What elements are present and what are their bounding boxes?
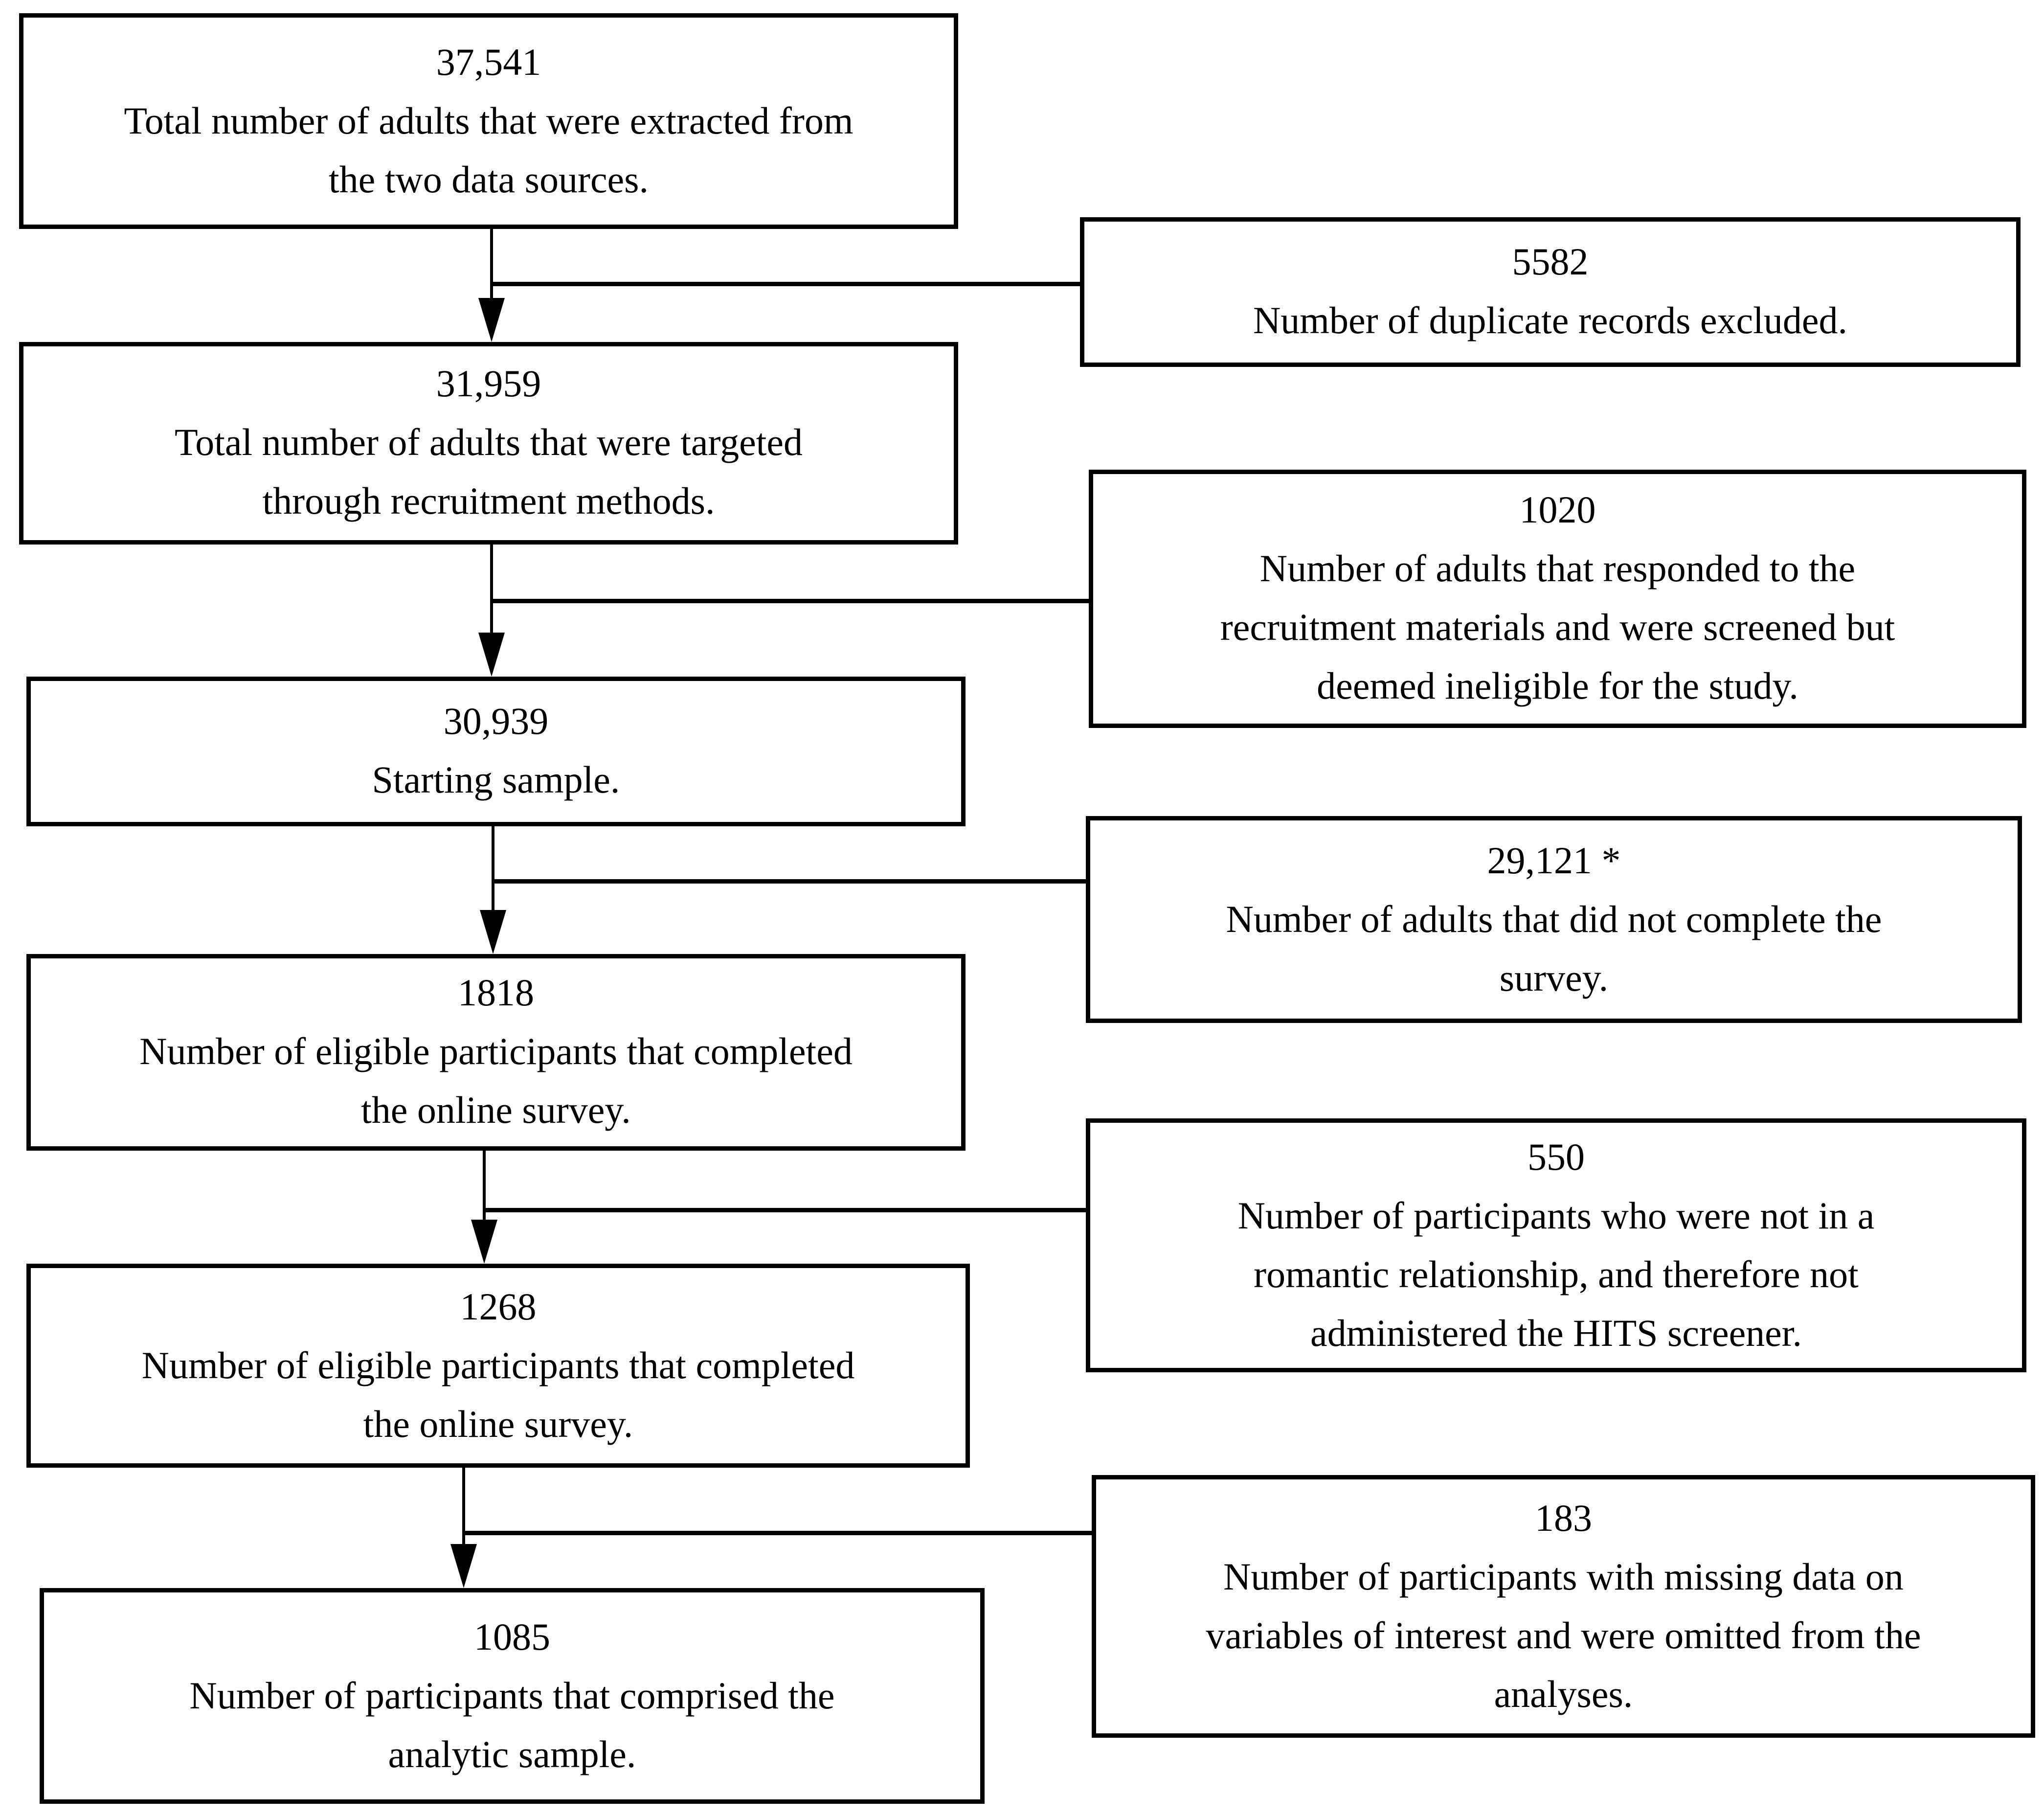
box-label: Number of participants that comprised th… <box>189 1674 835 1775</box>
exclusion-box-duplicates: 5582 Number of duplicate records exclude… <box>1080 217 2021 367</box>
box-value: 30,939 <box>443 700 549 743</box>
box-label: Starting sample. <box>372 759 620 801</box>
flow-arrowhead-3 <box>480 910 506 954</box>
branch-line-2 <box>490 599 1089 603</box>
box-label: Total number of adults that were targete… <box>175 421 803 522</box>
flow-arrowhead-4 <box>471 1220 497 1264</box>
box-value: 1020 <box>1519 489 1596 531</box>
box-label: Number of eligible participants that com… <box>141 1343 855 1445</box>
flow-box-extracted: 37,541 Total number of adults that were … <box>19 13 958 229</box>
flow-arrowhead-2 <box>478 633 505 677</box>
exclusion-box-missing-data: 183 Number of participants with missing … <box>1092 1475 2035 1738</box>
box-value: 5582 <box>1512 241 1589 283</box>
branch-line-1 <box>490 282 1080 286</box>
box-label: Number of eligible participants that com… <box>139 1030 853 1132</box>
box-label: Number of adults that did not complete t… <box>1226 897 1882 999</box>
exclusion-box-no-relationship: 550 Number of participants who were not … <box>1086 1118 2026 1372</box>
box-value: 31,959 <box>436 363 541 405</box>
flow-box-analytic-sample: 1085 Number of participants that compris… <box>40 1588 985 1804</box>
flow-arrowhead-1 <box>478 298 505 342</box>
box-value: 1085 <box>474 1615 550 1658</box>
flow-box-completed-survey-1: 1818 Number of eligible participants tha… <box>26 954 966 1151</box>
branch-line-4 <box>483 1208 1086 1212</box>
box-label: Number of participants with missing data… <box>1206 1555 1921 1715</box>
box-value: 1818 <box>458 972 534 1014</box>
flow-box-starting-sample: 30,939 Starting sample. <box>26 677 966 826</box>
box-label: Number of adults that responded to the r… <box>1220 547 1895 707</box>
box-value: 183 <box>1535 1496 1592 1539</box>
branch-line-3 <box>492 879 1086 884</box>
flow-box-targeted: 31,959 Total number of adults that were … <box>19 342 958 545</box>
box-label: Number of duplicate records excluded. <box>1253 299 1847 342</box>
flow-arrow-line-5 <box>462 1468 465 1547</box>
exclusion-box-ineligible: 1020 Number of adults that responded to … <box>1089 470 2026 728</box>
flow-arrow-line-4 <box>483 1151 486 1223</box>
box-value: 37,541 <box>436 40 541 83</box>
box-value: 1268 <box>460 1285 537 1328</box>
box-value: 29,121 * <box>1487 839 1621 882</box>
box-label: Total number of adults that were extract… <box>124 99 854 201</box>
exclusion-box-incomplete-survey: 29,121 * Number of adults that did not c… <box>1086 816 2022 1023</box>
flow-arrow-line-2 <box>490 545 493 636</box>
box-label: Number of participants who were not in a… <box>1237 1194 1875 1354</box>
flow-arrowhead-5 <box>450 1544 477 1588</box>
flow-box-completed-survey-2: 1268 Number of eligible participants tha… <box>26 1264 970 1468</box>
branch-line-5 <box>462 1531 1092 1535</box>
flow-arrow-line-1 <box>490 229 493 301</box>
flow-arrow-line-3 <box>492 826 494 913</box>
box-value: 550 <box>1527 1135 1585 1178</box>
